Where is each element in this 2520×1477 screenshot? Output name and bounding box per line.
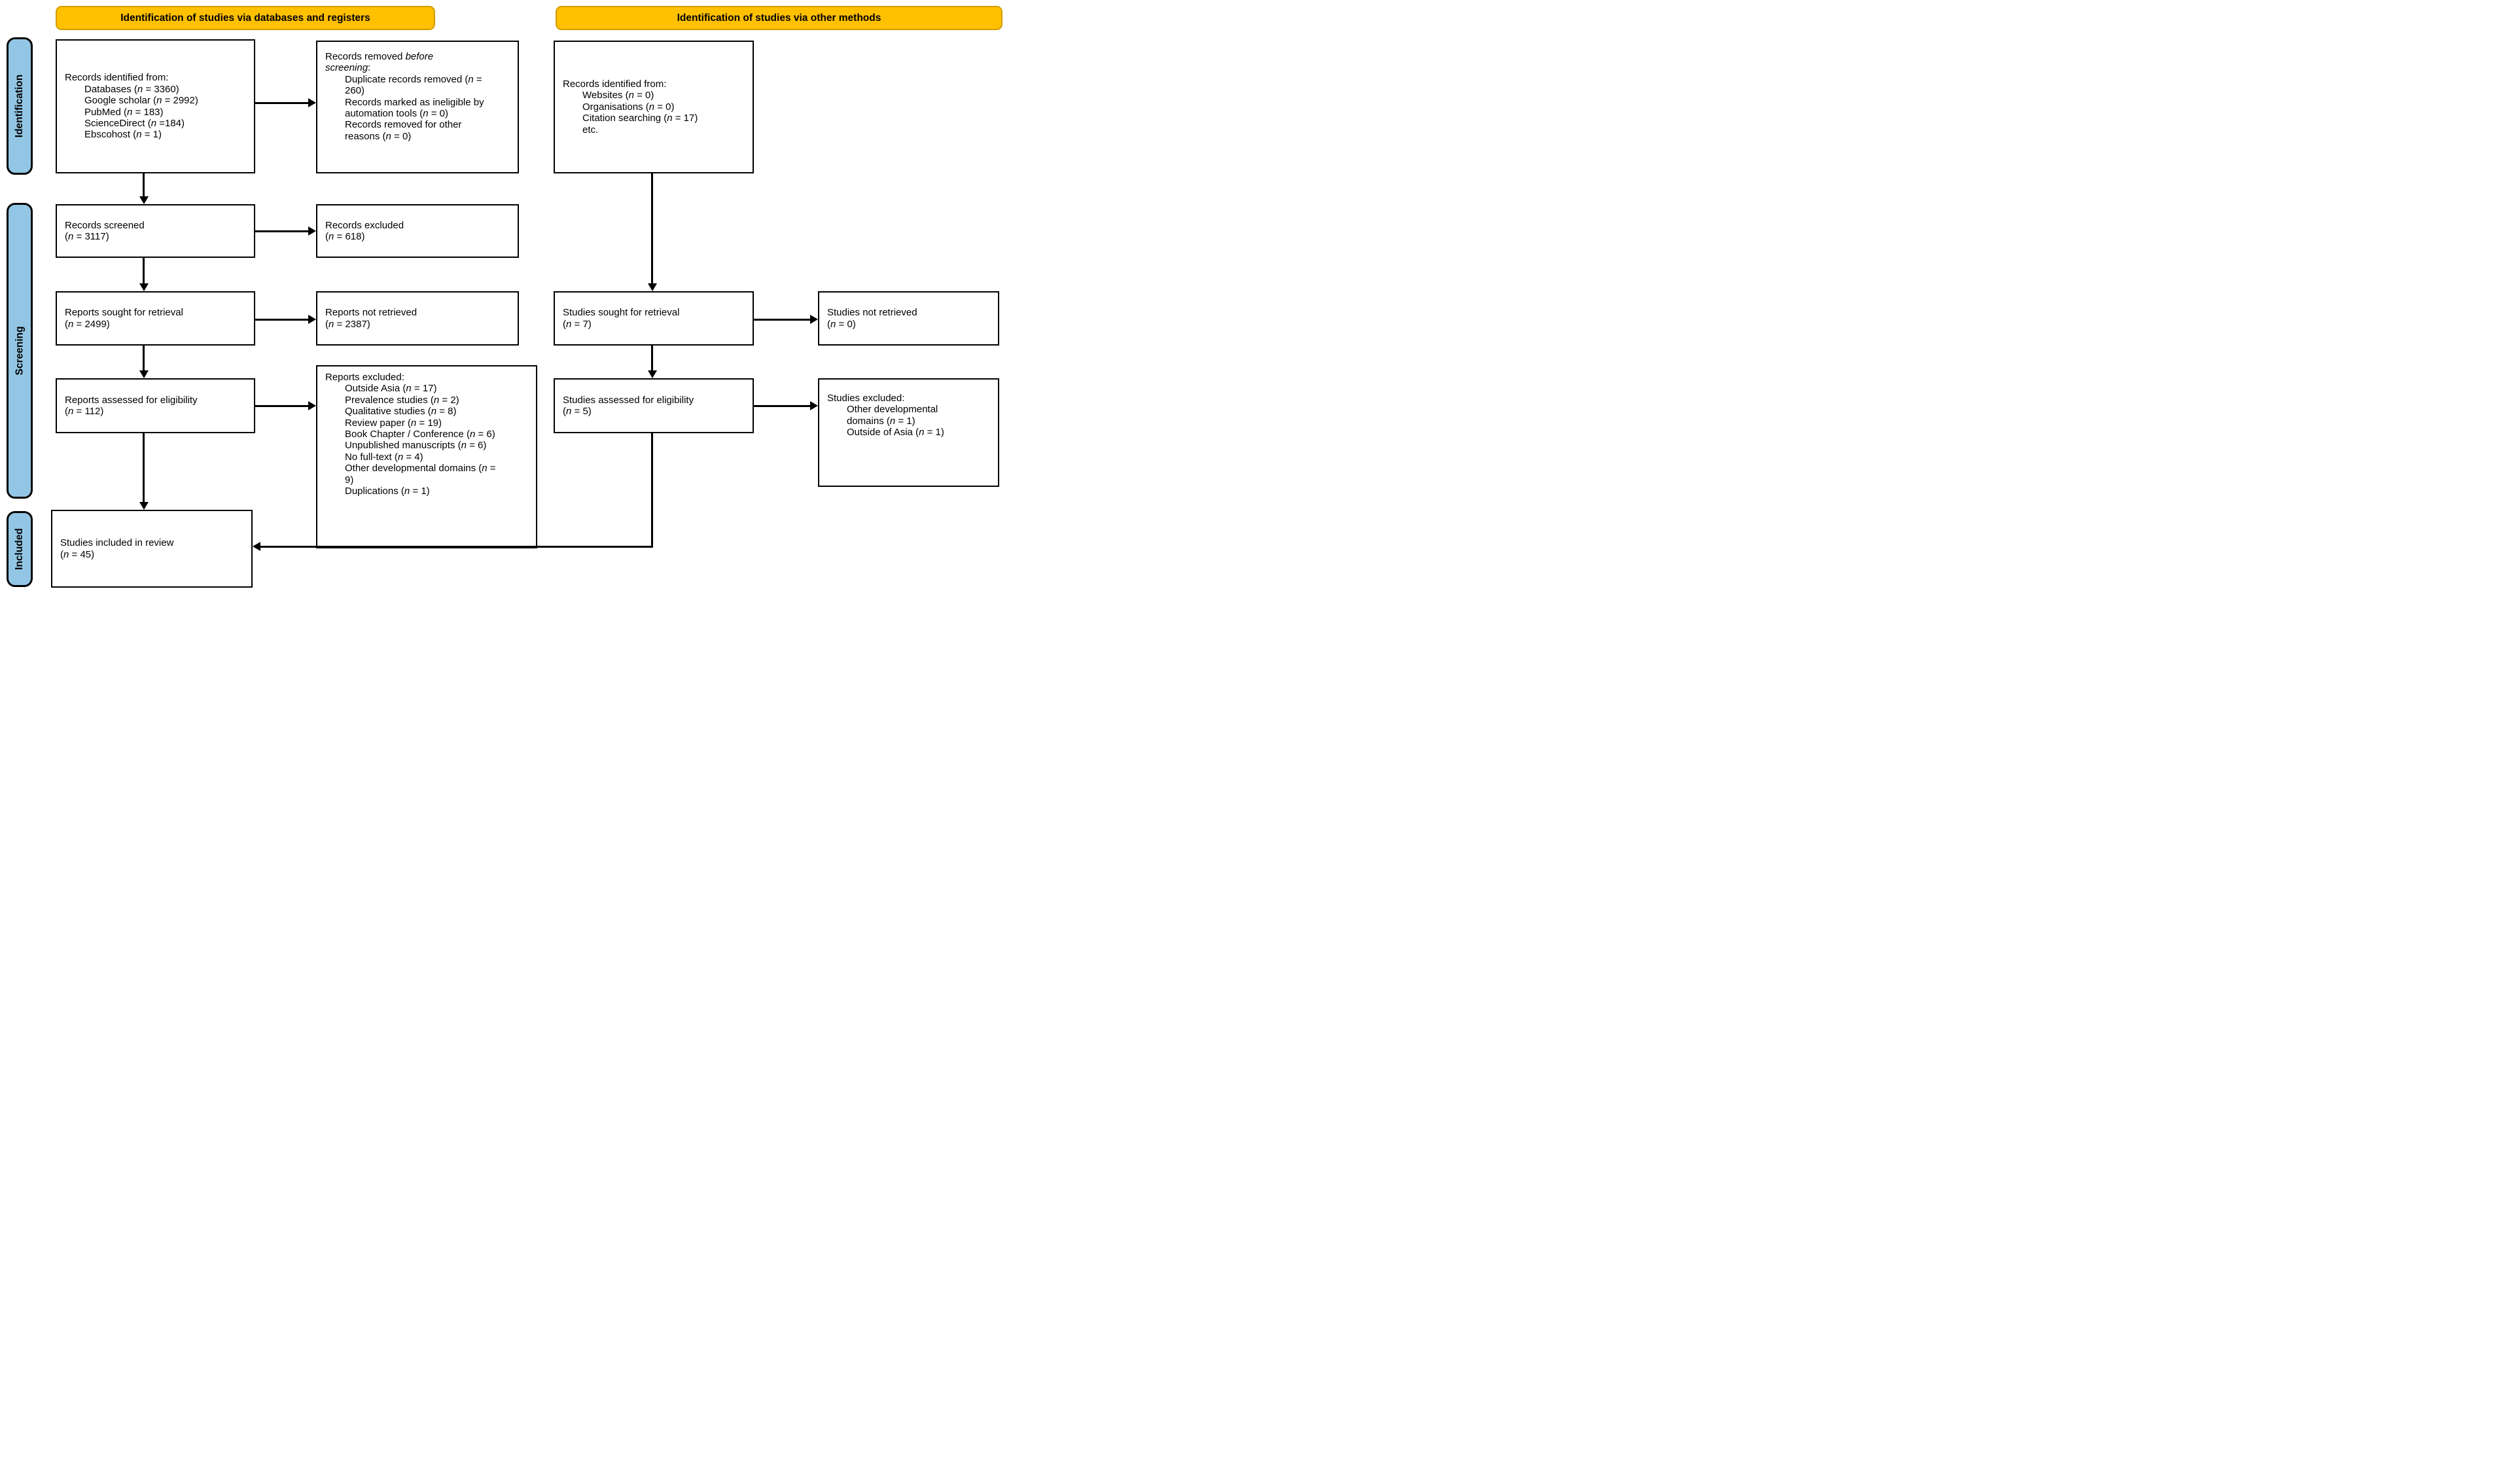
banner-other-methods: Identification of studies via other meth…	[556, 6, 1003, 30]
arrowhead-right-icon	[308, 226, 316, 236]
arrow-line-studies-assessed-to-excluded	[754, 405, 811, 407]
box-item: Review paper (n = 19)	[345, 417, 442, 429]
box-line: Reports assessed for eligibility	[65, 394, 198, 406]
arrow-line-studies-assessed-down	[651, 433, 653, 548]
arrowhead-left-icon	[253, 542, 260, 551]
box-item: Records marked as ineligible by automati…	[345, 96, 484, 119]
box-item: Other developmental domains (n = 1)	[847, 404, 938, 427]
arrowhead-down-icon	[139, 196, 149, 204]
box-item: Outside Asia (n = 17)	[345, 383, 437, 395]
box-line: Studies included in review	[60, 537, 174, 549]
box-title: Reports excluded:	[325, 372, 404, 383]
box-line: Reports sought for retrieval	[65, 307, 183, 319]
box-line: (n = 618)	[325, 231, 365, 242]
stage-label-identification: Identification	[14, 74, 26, 138]
arrowhead-down-icon	[139, 370, 149, 378]
box-item: Book Chapter / Conference (n = 6)	[345, 428, 495, 440]
arrow-line-studies-sought-to-not-retrieved	[754, 319, 811, 321]
prisma-flow-diagram: Identification of studies via databases …	[0, 0, 1008, 591]
box-item: Databases (n = 3360)	[84, 83, 179, 95]
box-line: (n = 7)	[563, 318, 592, 330]
reports-sought-box: Reports sought for retrieval (n = 2499)	[56, 291, 255, 346]
arrowhead-right-icon	[810, 315, 818, 324]
arrowhead-down-icon	[648, 283, 657, 291]
arrow-line-assessed-to-included	[143, 433, 145, 503]
arrowhead-right-icon	[810, 401, 818, 410]
box-line: (n = 2499)	[65, 318, 110, 330]
reports-assessed-box: Reports assessed for eligibility (n = 11…	[56, 378, 255, 433]
studies-excluded-box: Studies excluded: Other developmental do…	[818, 378, 999, 487]
box-title: Records identified from:	[65, 72, 169, 84]
box-line: Studies assessed for eligibility	[563, 394, 694, 406]
studies-sought-box: Studies sought for retrieval (n = 7)	[554, 291, 754, 346]
studies-assessed-box: Studies assessed for eligibility (n = 5)	[554, 378, 754, 433]
box-item: Other developmental domains (n = 9)	[345, 463, 496, 486]
arrowhead-down-icon	[139, 502, 149, 510]
box-line: (n = 45)	[60, 548, 95, 560]
box-title: Records removed before screening:	[325, 51, 434, 74]
studies-included-box: Studies included in review (n = 45)	[51, 510, 253, 588]
box-item: Websites (n = 0)	[582, 90, 654, 101]
box-item: Duplications (n = 1)	[345, 485, 430, 497]
arrow-line-assessed-to-reports-excluded	[255, 405, 309, 407]
records-screened-box: Records screened (n = 3117)	[56, 204, 255, 258]
arrow-line-other-to-studies-sought	[651, 173, 653, 284]
box-line: (n = 3117)	[65, 231, 109, 242]
box-line: Reports not retrieved	[325, 307, 417, 319]
arrow-line-records-db-to-removed	[255, 102, 309, 104]
arrowhead-right-icon	[308, 98, 316, 107]
arrowhead-down-icon	[139, 283, 149, 291]
box-item: ScienceDirect (n =184)	[84, 117, 185, 129]
reports-excluded-box: Reports excluded: Outside Asia (n = 17) …	[316, 365, 537, 548]
arrowhead-right-icon	[308, 401, 316, 410]
box-line: Records excluded	[325, 219, 404, 231]
arrow-line-studies-assessed-to-included	[260, 546, 653, 548]
studies-not-retrieved-box: Studies not retrieved (n = 0)	[818, 291, 999, 346]
box-title: Records identified from:	[563, 79, 667, 90]
arrow-line-screened-to-sought	[143, 258, 145, 284]
stage-band-identification: Identification	[7, 37, 33, 175]
records-excluded-box: Records excluded (n = 618)	[316, 204, 519, 258]
box-item: Ebscohost (n = 1)	[84, 129, 162, 141]
box-item: Outside of Asia (n = 1)	[847, 427, 944, 438]
box-item: Citation searching (n = 17)	[582, 113, 698, 124]
box-title: Studies excluded:	[827, 393, 905, 404]
reports-not-retrieved-box: Reports not retrieved (n = 2387)	[316, 291, 519, 346]
arrowhead-right-icon	[308, 315, 316, 324]
records-identified-other-box: Records identified from: Websites (n = 0…	[554, 41, 754, 173]
records-removed-box: Records removed before screening: Duplic…	[316, 41, 519, 173]
box-item: Google scholar (n = 2992)	[84, 95, 198, 107]
box-line: Studies sought for retrieval	[563, 307, 680, 319]
arrow-line-db-to-screened	[143, 173, 145, 197]
stage-band-screening: Screening	[7, 203, 33, 499]
box-item: Records removed for other reasons (n = 0…	[345, 119, 462, 142]
box-item: Duplicate records removed (n = 260)	[345, 73, 482, 97]
arrowhead-down-icon	[648, 370, 657, 378]
arrow-line-sought-to-not-retrieved	[255, 319, 309, 321]
box-item: PubMed (n = 183)	[84, 106, 164, 118]
box-line: (n = 2387)	[325, 318, 370, 330]
box-line: (n = 5)	[563, 406, 592, 417]
box-item: Organisations (n = 0)	[582, 101, 675, 113]
box-item: etc.	[582, 124, 599, 135]
stage-label-screening: Screening	[14, 326, 26, 376]
arrow-line-sought-to-assessed	[143, 346, 145, 371]
banner-databases-registers: Identification of studies via databases …	[56, 6, 435, 30]
stage-label-included: Included	[14, 528, 26, 570]
box-line: (n = 0)	[827, 318, 856, 330]
box-item: Unpublished manuscripts (n = 6)	[345, 440, 487, 452]
box-item: Qualitative studies (n = 8)	[345, 406, 457, 418]
box-line: Records screened	[65, 219, 145, 231]
records-identified-databases-box: Records identified from: Databases (n = …	[56, 39, 255, 173]
arrow-line-screened-to-excluded	[255, 230, 309, 232]
box-line: Studies not retrieved	[827, 307, 917, 319]
box-item: Prevalence studies (n = 2)	[345, 394, 459, 406]
box-item: No full-text (n = 4)	[345, 451, 423, 463]
box-line: (n = 112)	[65, 406, 104, 417]
stage-band-included: Included	[7, 511, 33, 587]
arrow-line-studies-sought-to-assessed	[651, 346, 653, 371]
